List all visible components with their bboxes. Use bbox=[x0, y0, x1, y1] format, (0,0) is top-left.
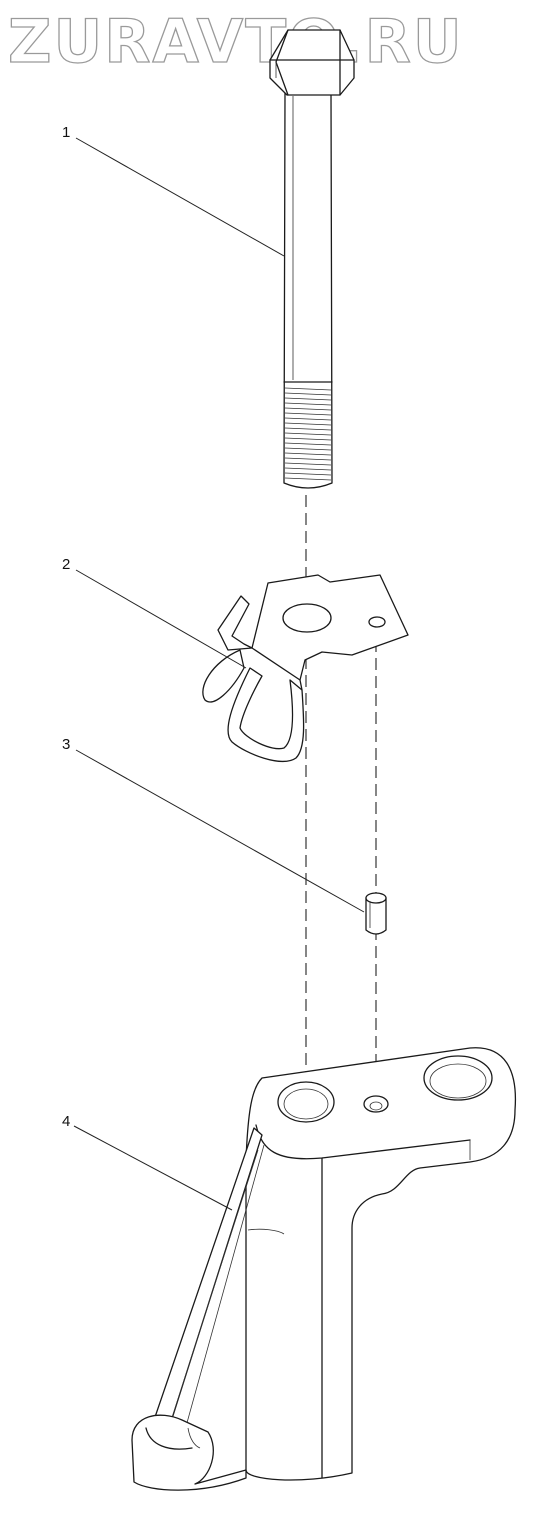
thread-line bbox=[284, 392, 332, 396]
thread-line bbox=[284, 452, 332, 456]
thread-line bbox=[284, 432, 332, 436]
bolt-part bbox=[269, 29, 355, 489]
thread-line bbox=[284, 467, 332, 471]
thread-line bbox=[284, 437, 332, 441]
bracket-part bbox=[131, 1047, 517, 1491]
thread-line bbox=[284, 387, 332, 391]
pin-part bbox=[365, 892, 387, 935]
callout-4: 4 bbox=[62, 1113, 70, 1130]
callout-2: 2 bbox=[62, 556, 70, 573]
thread-line bbox=[284, 427, 332, 431]
callout-labels: 1 2 3 4 bbox=[62, 124, 70, 1130]
thread-line bbox=[284, 397, 332, 401]
thread-line bbox=[284, 422, 332, 426]
thread-line bbox=[284, 457, 332, 461]
thread-line bbox=[284, 462, 332, 466]
thread-line bbox=[284, 412, 332, 416]
thread-line bbox=[284, 472, 332, 476]
thread-line bbox=[284, 417, 332, 421]
callout-3: 3 bbox=[62, 736, 70, 753]
watermark-logo: ZURAVTO.RU bbox=[8, 7, 464, 77]
thread-line bbox=[284, 442, 332, 446]
thread-line bbox=[284, 477, 332, 481]
callout-1: 1 bbox=[62, 124, 70, 141]
thread-line bbox=[284, 447, 332, 451]
bolt-threads bbox=[284, 387, 332, 481]
leader-lines bbox=[73, 137, 365, 1211]
thread-line bbox=[284, 402, 332, 406]
spring-clip-part bbox=[202, 574, 409, 763]
thread-line bbox=[284, 407, 332, 411]
